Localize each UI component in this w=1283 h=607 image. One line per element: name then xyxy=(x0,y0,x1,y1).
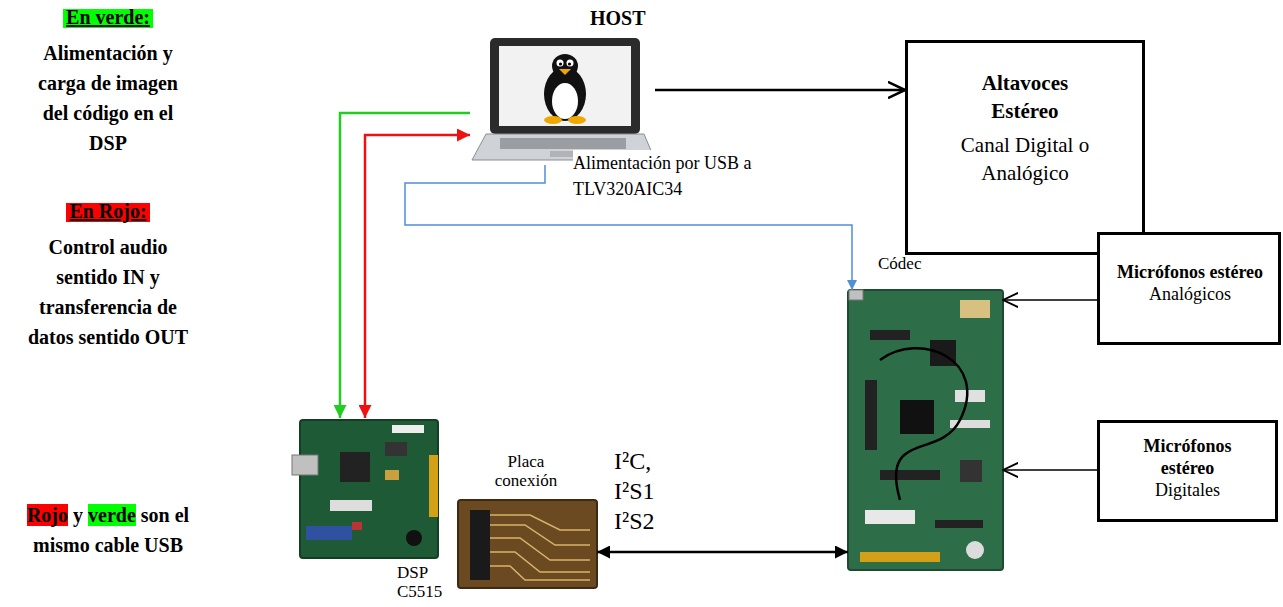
header xyxy=(330,500,372,511)
penguin-pupil xyxy=(568,62,571,65)
header xyxy=(880,470,940,480)
legend-item: En Rojo: xyxy=(23,198,193,224)
pcb xyxy=(848,290,1003,570)
led xyxy=(352,522,362,530)
trace xyxy=(490,538,590,560)
dsp-board: DSP C5515 xyxy=(295,418,440,560)
trace xyxy=(490,515,590,530)
edge-connector xyxy=(429,455,438,517)
penguin-foot xyxy=(544,116,562,124)
penguin-beak xyxy=(559,69,571,75)
microphone-box: Micrófonos estéreoDigitales xyxy=(1097,420,1278,522)
board-caption: Códec xyxy=(878,254,921,273)
dsp-board xyxy=(292,420,438,558)
connection-board: Placa conexión xyxy=(458,500,597,588)
component xyxy=(385,470,399,480)
connector-arrow xyxy=(1003,469,1097,470)
codec-board: Códec xyxy=(848,290,1003,570)
chip xyxy=(960,460,982,482)
note-text: y xyxy=(73,504,83,526)
box-body: Analógicos xyxy=(1106,283,1274,305)
penguin-eye xyxy=(567,60,574,67)
header xyxy=(935,520,983,528)
connector-arrow xyxy=(340,113,470,418)
connector-arrow xyxy=(655,89,905,92)
terminal-block xyxy=(865,510,915,524)
legend-text: En Rojo: xyxy=(69,200,146,222)
penguin-eye xyxy=(557,60,564,67)
box-body: Canal Digital o Analógico xyxy=(950,131,1100,187)
chip xyxy=(385,442,407,456)
host-heading: HOST xyxy=(590,6,646,30)
board-caption: Placa conexión xyxy=(484,452,568,490)
trace xyxy=(490,566,590,580)
laptop-screen xyxy=(499,46,631,126)
penguin-head xyxy=(552,54,578,78)
trace xyxy=(490,525,590,545)
switch xyxy=(955,390,985,402)
pcb xyxy=(300,420,438,558)
edge-label: Alimentación por USB a TLV320AIC34 xyxy=(573,150,835,202)
highlighted-word: Rojo xyxy=(27,504,68,526)
legend-swatch: En verde: xyxy=(63,9,153,28)
legend-swatch: En Rojo: xyxy=(66,203,149,222)
box-heading: Micrófonos estéreo xyxy=(1133,435,1243,479)
capacitor xyxy=(966,541,984,559)
edge-connector xyxy=(860,552,940,562)
header xyxy=(392,425,424,433)
legend-note: Control audio sentido IN y transferencia… xyxy=(23,232,193,352)
connector-arrow xyxy=(597,551,848,554)
cable xyxy=(880,348,967,500)
codec-chip xyxy=(900,400,934,434)
penguin-pupil xyxy=(559,62,562,65)
host-laptop: HOST xyxy=(470,38,655,165)
usb-connector xyxy=(849,290,863,300)
display xyxy=(306,526,352,540)
connector-arrow xyxy=(365,135,470,418)
jack xyxy=(960,300,990,318)
usb-connector xyxy=(292,455,318,475)
laptop-icon xyxy=(472,38,655,160)
trace xyxy=(490,552,590,572)
chip xyxy=(340,452,370,482)
box-heading: Micrófonos estéreo xyxy=(1106,261,1274,283)
header xyxy=(865,380,877,450)
header xyxy=(870,330,910,340)
edge-label: I²C, I²S1 I²S2 xyxy=(614,446,686,536)
penguin-foot xyxy=(568,116,586,124)
note-group: Rojo y verde son el mismo cable USB xyxy=(23,500,193,560)
audio-jack xyxy=(406,530,422,546)
laptop-lid xyxy=(490,38,640,134)
pcb xyxy=(458,500,597,588)
board-caption: DSP C5515 xyxy=(397,563,457,601)
chip xyxy=(930,340,956,366)
codec-board xyxy=(848,290,1003,570)
connector xyxy=(470,510,490,580)
legend-text: En verde: xyxy=(66,6,150,28)
box-heading: Altavoces Estéreo xyxy=(950,69,1100,125)
laptop-keyboard xyxy=(500,138,626,149)
microphone-box: Micrófonos estéreoAnalógicos xyxy=(1097,232,1281,345)
highlighted-word: verde xyxy=(88,504,136,526)
connection-board xyxy=(458,500,597,588)
connector-arrow xyxy=(1003,299,1097,300)
legend-note: Alimentación y carga de imagen del códig… xyxy=(23,38,193,158)
legend-item: En verde: xyxy=(23,4,193,30)
speaker-box: Altavoces EstéreoCanal Digital o Analógi… xyxy=(905,40,1145,255)
box-body: Digitales xyxy=(1113,479,1263,501)
penguin-belly xyxy=(552,83,578,119)
